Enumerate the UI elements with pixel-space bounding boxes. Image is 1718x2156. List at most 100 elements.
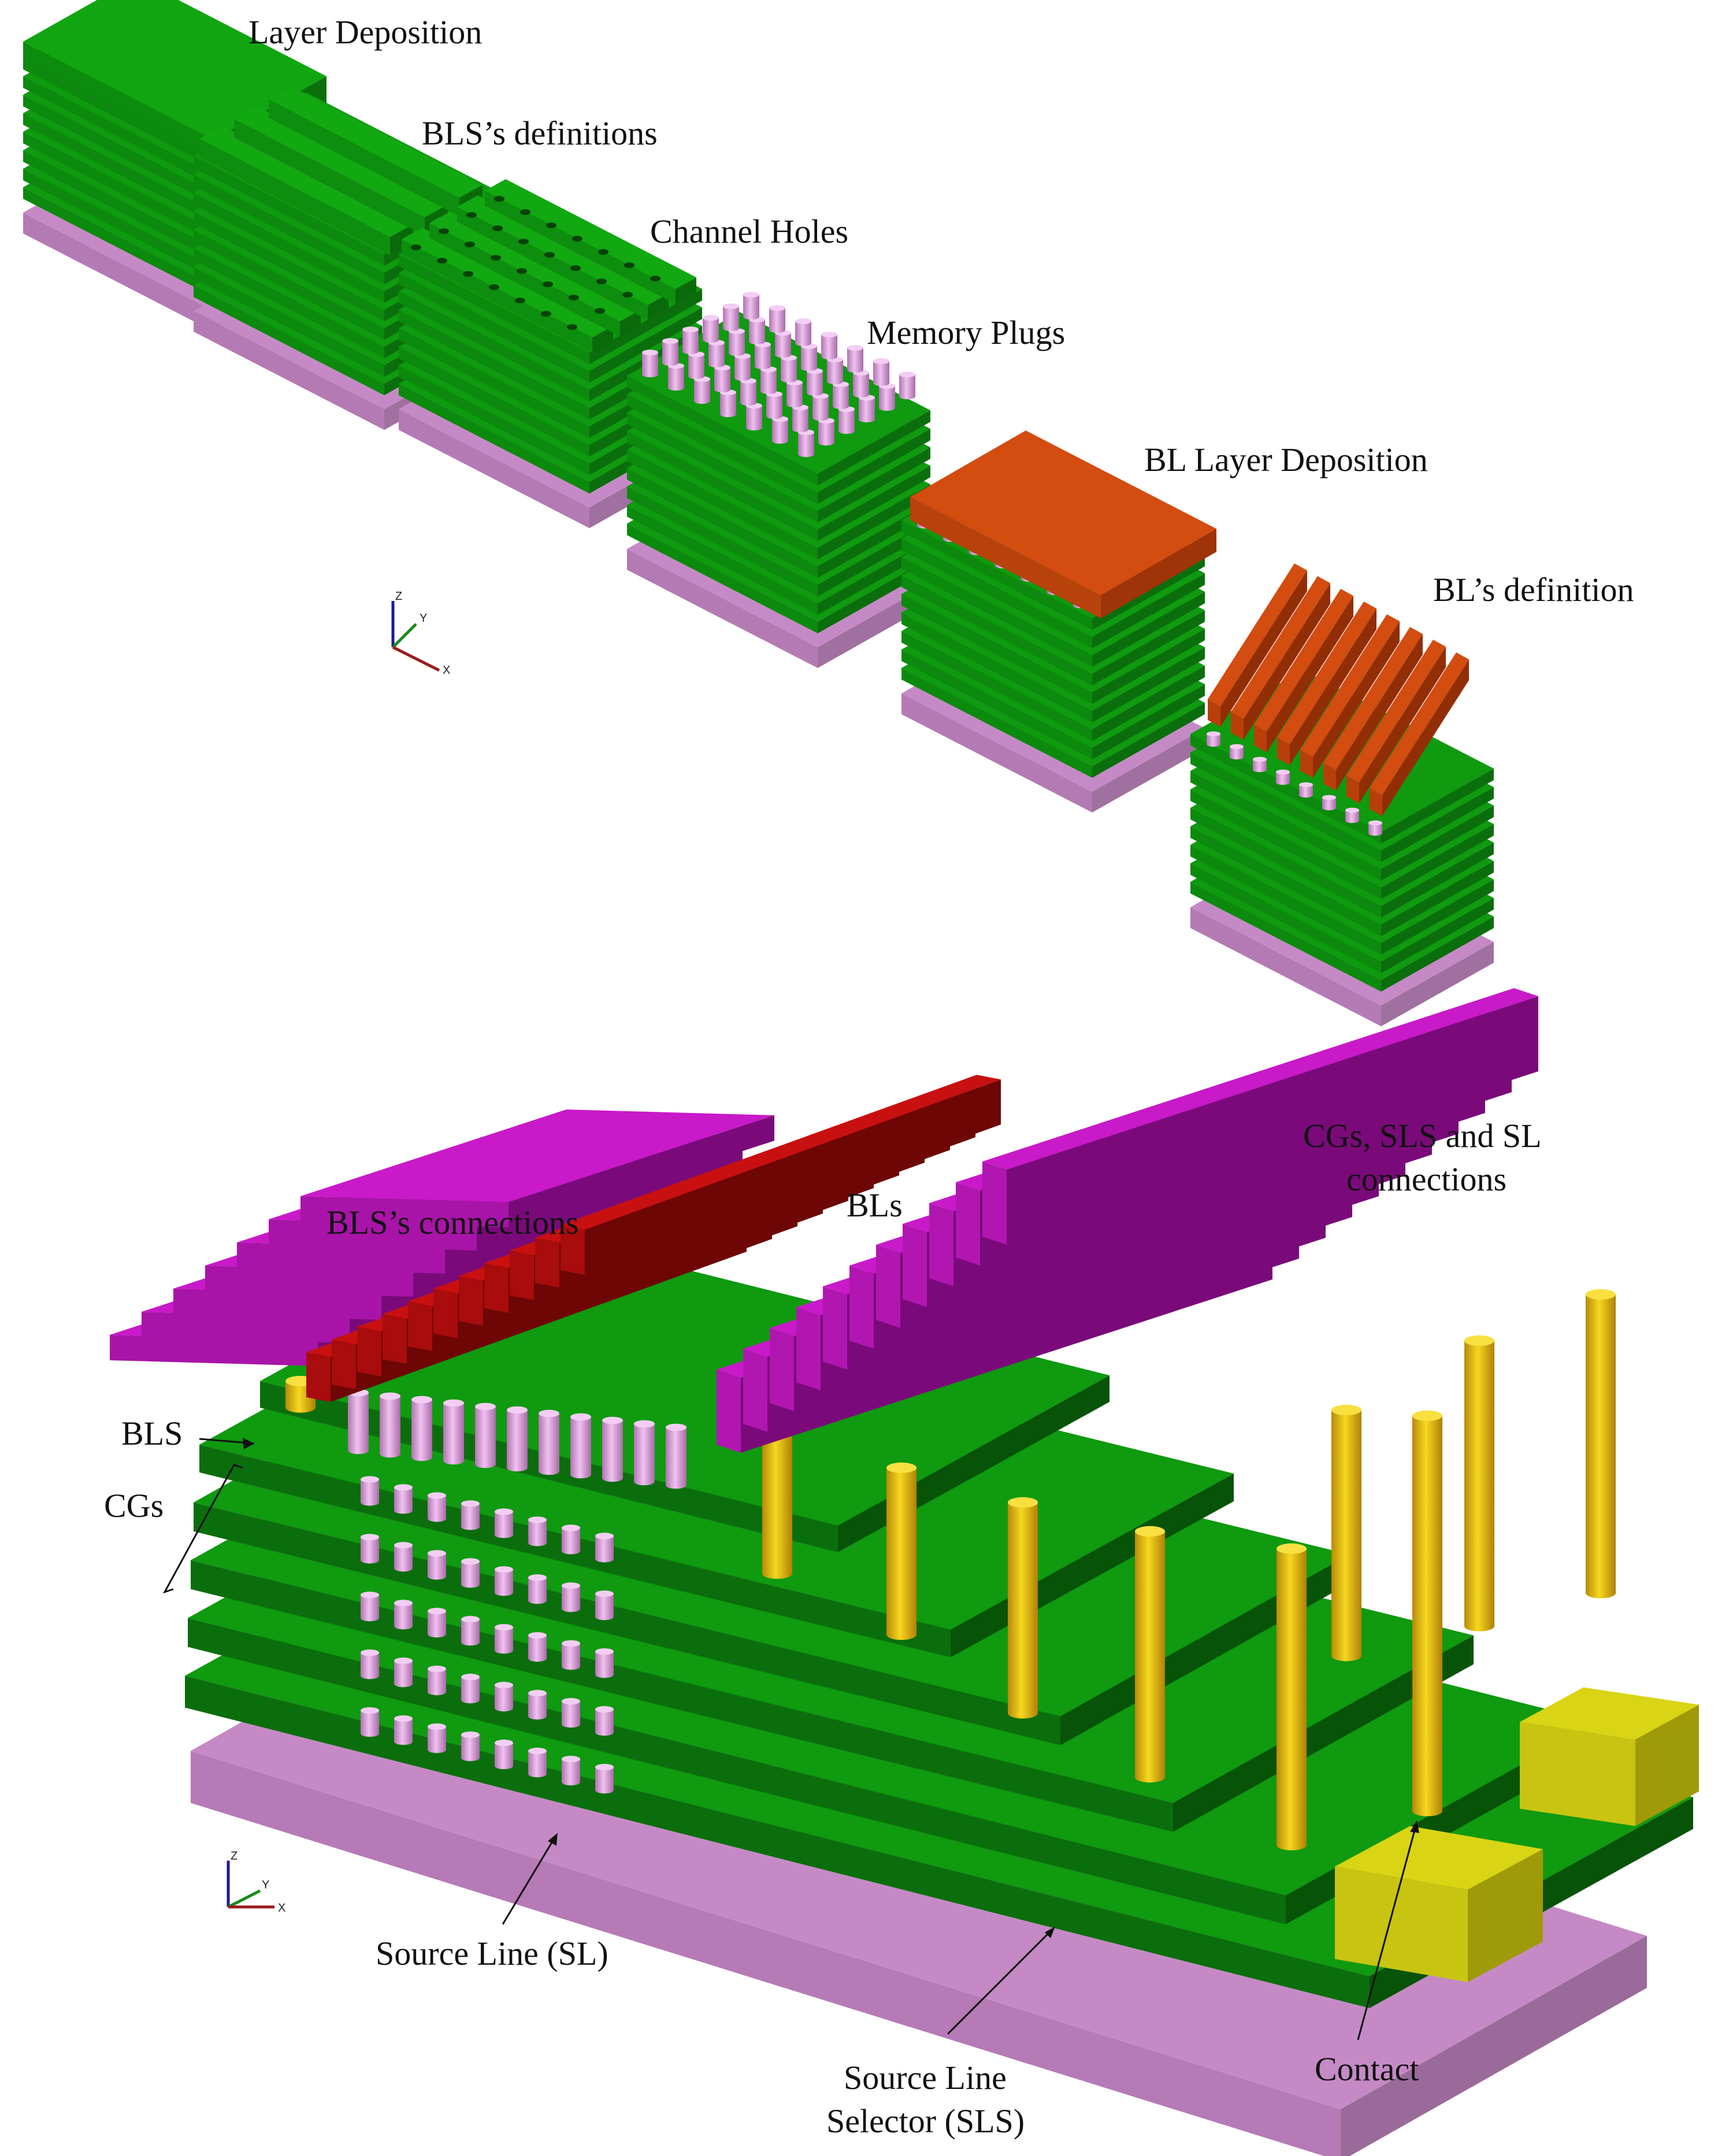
axis-x-label: X [443,664,450,677]
memory-plug [1368,820,1382,836]
memory-plug [394,1715,413,1745]
memory-plug [528,1574,547,1604]
memory-plug [634,1420,655,1486]
memory-plug [729,328,745,356]
bit-line [1346,640,1446,803]
label-layer-deposition: Layer Deposition [248,13,482,51]
memory-plug [714,365,730,392]
memory-plug [786,380,803,407]
memory-plug [528,1690,547,1720]
bls-strip [457,195,669,320]
memory-plug [795,318,811,346]
memory-plug [443,1399,464,1465]
memory-plug [694,376,710,404]
memory-plug [602,1416,623,1482]
channel-hole [567,324,577,330]
contact-pillar [886,1462,916,1640]
memory-plug [428,1608,446,1638]
step-bl-definition [1190,563,1494,1026]
channel-hole [624,262,634,268]
memory-plug [807,368,823,396]
label-cgs: CGs [104,1487,164,1524]
channel-hole [541,311,551,317]
top-panel: Z Y X Layer Deposition BLS’s definitions… [23,0,1634,1026]
channel-hole [598,249,608,255]
memory-plug [1253,756,1267,773]
memory-plug [708,340,725,368]
memory-plug [662,338,678,366]
memory-plug [380,1392,400,1458]
memory-plug [833,381,849,409]
memory-plug [562,1640,580,1670]
memory-plug [595,1532,614,1563]
memory-plug [743,292,759,320]
memory-plug [1276,769,1290,785]
memory-plug [740,378,756,406]
contact-pillar [1412,1410,1442,1817]
memory-plug [1230,744,1244,760]
bit-line [561,1075,1001,1275]
memory-plug [772,416,788,444]
axis-triad-top: Z Y X [391,590,450,677]
memory-plug [838,406,855,434]
memory-plug [461,1731,480,1761]
channel-hole [572,236,582,242]
contact-pillar [1008,1497,1038,1719]
axis-z-label: Z [395,590,402,603]
channel-hole [437,258,447,264]
memory-plug [394,1657,413,1687]
label-cgs-sls-sl-line2: connections [1346,1160,1507,1198]
memory-plug [899,372,915,399]
label-bls-definitions: BLS’s definitions [422,114,658,152]
cg-sls-sl-connection-line [982,988,1538,1245]
channel-hole [518,239,529,244]
contact-pillar [1135,1526,1165,1783]
memory-plug [812,393,829,421]
label-source-line: Source Line (SL) [376,1935,608,1972]
contact-pad [1520,1687,1699,1826]
memory-plug [570,1413,591,1479]
contact-pad [1335,1826,1543,1982]
memory-plug [562,1756,580,1786]
memory-plug [461,1616,480,1646]
label-contact: Contact [1315,2050,1419,2088]
memory-plug [562,1582,580,1612]
process-step-blocks [23,0,1494,1026]
label-cgs-sls-sl-line1: CGs, SLS and SL [1303,1117,1542,1155]
memory-plug [642,350,658,377]
memory-plug [507,1406,528,1472]
leader-lines [162,1438,1419,2040]
axis-y-label: Y [420,612,427,625]
memory-plug [361,1476,379,1506]
memory-plug [792,405,808,432]
memory-plug [495,1682,513,1712]
label-bl-definition: BL’s definition [1433,571,1634,608]
memory-plug [595,1648,614,1678]
memory-plug [781,355,797,383]
channel-hole [650,276,661,281]
memory-plug [428,1492,446,1522]
memory-plug [775,330,791,358]
channel-hole [569,295,579,300]
channel-hole [595,308,605,314]
bls-strip [485,179,696,304]
contact-pillar [1464,1335,1494,1632]
channel-hole [489,284,499,290]
memory-plug [769,305,785,333]
memory-plug [1299,782,1313,798]
channel-hole [570,265,581,271]
memory-plug [595,1706,614,1736]
memory-plug [461,1500,480,1530]
channel-hole [491,255,501,261]
memory-plug [760,366,777,394]
memory-plug [879,383,895,411]
memory-plug [734,353,751,381]
label-channel-holes: Channel Holes [650,213,848,250]
memory-plug [859,395,875,422]
step-bl-layer-deposition [901,431,1216,812]
memory-plug [818,418,834,446]
label-bls-connections: BLS’s connections [326,1204,579,1241]
memory-plug [595,1764,614,1794]
channel-hole [515,298,525,303]
memory-plug [361,1649,379,1679]
